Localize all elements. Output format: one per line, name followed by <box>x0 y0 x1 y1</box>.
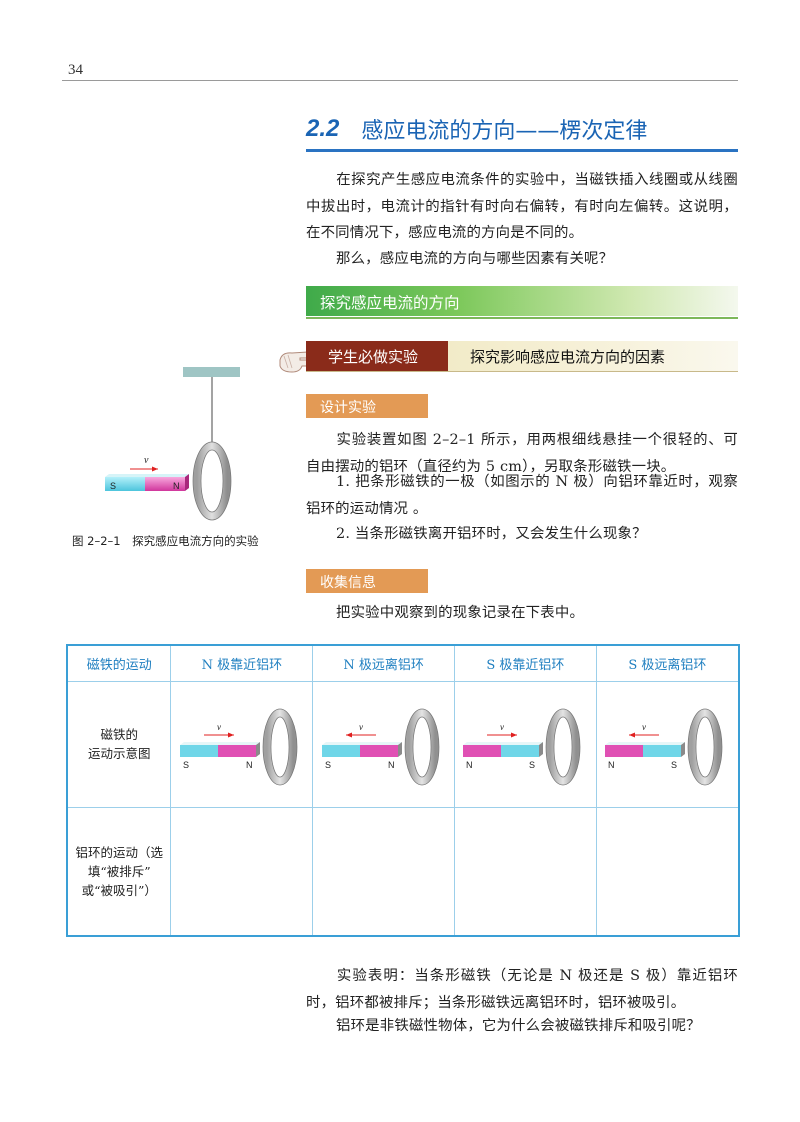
magnet-right-half <box>217 745 256 757</box>
magnet-right-half <box>643 745 682 757</box>
inquiry-title: 探究感应电流的方向 <box>320 294 460 312</box>
magnet-diagram: S Nv <box>179 708 298 786</box>
figure-caption: 图 2–2–1 探究感应电流方向的实验 <box>72 534 259 548</box>
aluminum-ring <box>193 442 231 520</box>
magnet-left-half <box>179 745 218 757</box>
header-rule <box>62 80 738 81</box>
design-paragraph-3: 2. 当条形磁铁离开铝环时，又会发生什么现象？ <box>336 526 647 542</box>
magnet-diagram: N Sv <box>463 708 581 786</box>
inquiry-rule <box>306 317 738 319</box>
intro-paragraph-1: 在探究产生感应电流条件的实验中，当磁铁插入线圈或从线圈中拔出时，电流计的指针有时… <box>306 172 738 241</box>
magnet-n-half <box>145 477 185 491</box>
design-tag: 设计实验 <box>306 394 428 418</box>
row-label-line: 填“被排斥” <box>87 863 151 879</box>
table-header: S 极靠近铝环 <box>453 644 597 682</box>
magnet-pole-left: S <box>325 760 331 770</box>
experiment-rule <box>306 371 738 372</box>
magnet-pole-n: N <box>173 481 180 491</box>
collect-tag-label: 收集信息 <box>320 575 376 591</box>
table-header: N 极靠近铝环 <box>170 644 314 682</box>
aluminum-ring <box>404 709 439 785</box>
aluminum-ring <box>546 709 581 785</box>
experiment-tag-label: 学生必做实验 <box>328 348 419 366</box>
design-paragraph-2: 1. 把条形磁铁的一极（如图示的 N 极）向铝环靠近时，观察铝环的运动情况 。 <box>306 474 738 517</box>
row-label-line: 运动示意图 <box>87 746 151 761</box>
answer-cell[interactable] <box>312 806 455 937</box>
magnet-pole-right: N <box>246 760 253 770</box>
aluminum-ring <box>262 709 297 785</box>
magnet-pole-right: N <box>388 760 395 770</box>
velocity-label: v <box>359 722 363 732</box>
table-row: 铝环的运动（选 填“被排斥” 或“被吸引”） <box>66 806 740 937</box>
row-label-diagram: 磁铁的 运动示意图 <box>66 680 172 808</box>
magnet-pole-right: S <box>529 760 535 770</box>
magnet-left-half <box>463 745 502 757</box>
section-title: 感应电流的方向——楞次定律 <box>361 119 648 144</box>
conclusion-paragraph-1: 实验表明：当条形磁铁（无论是 N 极还是 S 极）靠近铝环时，铝环都被排斥；当条… <box>306 968 738 1011</box>
magnet-left-half <box>605 745 644 757</box>
section-heading: 2.2 感应电流的方向——楞次定律 <box>306 112 647 146</box>
magnet-pole-s: S <box>110 481 116 491</box>
velocity-label: v <box>217 722 221 732</box>
magnet-diagram: N Sv <box>605 708 723 786</box>
design-tag-label: 设计实验 <box>320 400 376 416</box>
magnet-right-half <box>501 745 540 757</box>
velocity-label: v <box>500 722 504 732</box>
table-header-row: 磁铁的运动 N 极靠近铝环 N 极远离铝环 S 极靠近铝环 S 极远离铝环 <box>66 644 740 682</box>
table-header: N 极远离铝环 <box>312 644 455 682</box>
row-label-line: 铝环的运动（选 <box>75 844 163 860</box>
collect-tag: 收集信息 <box>306 569 428 593</box>
experiment-banner: 学生必做实验 探究影响感应电流方向的因素 <box>306 341 738 371</box>
velocity-label: v <box>144 455 149 466</box>
row-label-line: 磁铁的 <box>100 727 138 742</box>
collect-paragraph: 把实验中观察到的现象记录在下表中。 <box>336 605 585 621</box>
observation-table: 磁铁的运动 N 极靠近铝环 N 极远离铝环 S 极靠近铝环 S 极远离铝环 磁铁… <box>66 644 740 937</box>
experiment-title: 探究影响感应电流方向的因素 <box>470 348 666 366</box>
magnet-pole-right: S <box>671 760 677 770</box>
page-number: 34 <box>68 62 83 78</box>
answer-cell[interactable] <box>595 806 740 937</box>
magnet-pole-left: S <box>183 760 189 770</box>
row-label-ring-motion: 铝环的运动（选 填“被排斥” 或“被吸引”） <box>66 806 172 937</box>
aluminum-ring <box>688 709 723 785</box>
answer-cell[interactable] <box>170 806 314 937</box>
magnet-s-half <box>105 477 145 491</box>
figure-apparatus: v S N <box>105 367 240 521</box>
section-rule <box>306 149 738 152</box>
experiment-tag: 学生必做实验 <box>306 341 448 371</box>
velocity-label: v <box>642 722 646 732</box>
magnet-diagram: S Nv <box>321 708 439 786</box>
support-beam <box>183 367 240 377</box>
design-paragraph-1: 实验装置如图 2–2–1 所示，用两根细线悬挂一个很轻的、可自由摆动的铝环（直径… <box>306 432 738 475</box>
magnet-pole-left: N <box>608 760 615 770</box>
magnet-right-half <box>359 745 398 757</box>
conclusion-paragraph-2: 铝环是非铁磁性物体，它为什么会被磁铁排斥和吸引呢？ <box>336 1018 701 1034</box>
row-label-line: 或“被吸引”） <box>81 882 157 898</box>
answer-cell[interactable] <box>453 806 597 937</box>
table-header: S 极远离铝环 <box>595 644 740 682</box>
magnet-pole-left: N <box>466 760 473 770</box>
section-number: 2.2 <box>306 115 340 142</box>
intro-paragraph-2: 那么，感应电流的方向与哪些因素有关呢？ <box>336 251 614 267</box>
experiment-title-box: 探究影响感应电流方向的因素 <box>448 341 738 371</box>
magnet-left-half <box>321 745 360 757</box>
inquiry-banner: 探究感应电流的方向 <box>306 286 738 316</box>
table-header: 磁铁的运动 <box>66 644 172 682</box>
